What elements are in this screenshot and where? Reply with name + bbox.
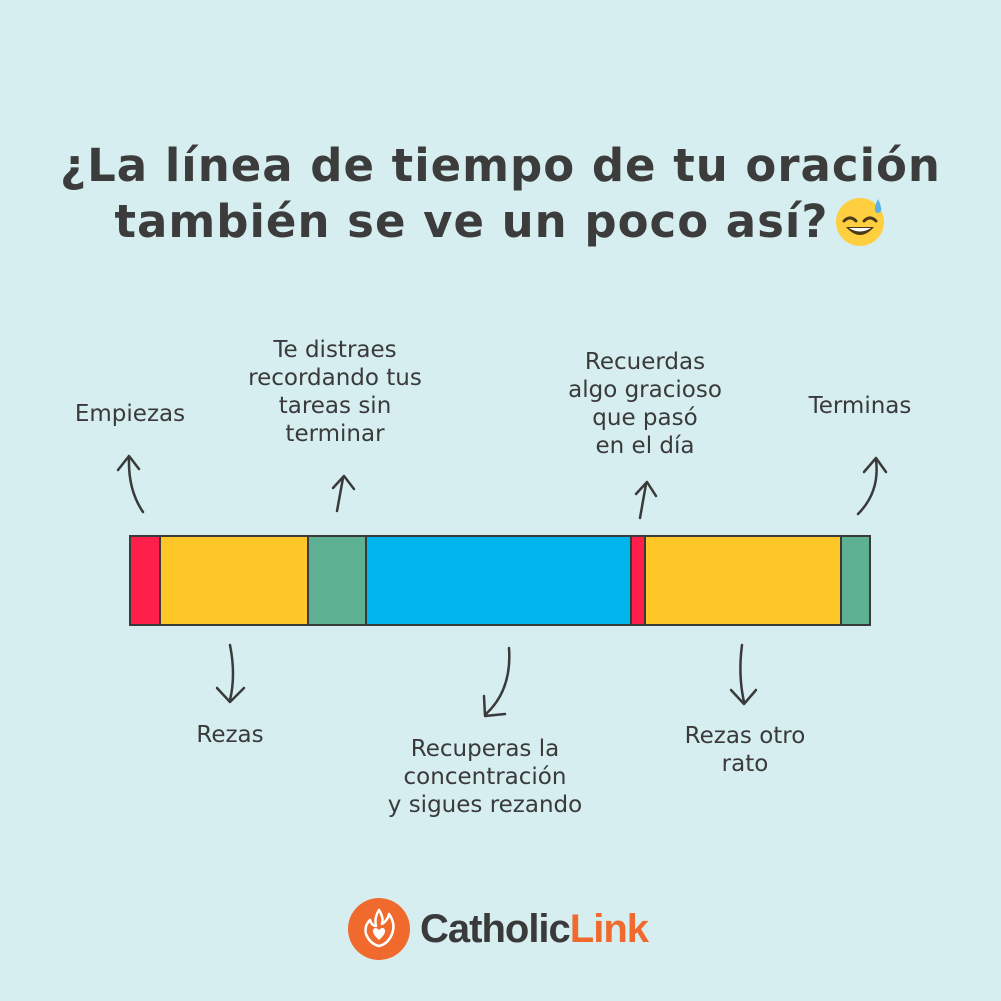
label-rezas: Rezas xyxy=(196,722,264,748)
title-line-2: también se ve un poco así? xyxy=(60,194,941,251)
arrow-te-distraes xyxy=(331,474,356,513)
label-terminas: Terminas xyxy=(808,393,912,419)
title-line-1: ¿La línea de tiempo de tu oración xyxy=(60,139,941,192)
arrow-terminas xyxy=(856,456,888,516)
sweat-smile-emoji-icon xyxy=(836,198,885,246)
timeline-segment-6 xyxy=(645,537,843,624)
arrow-recuperas xyxy=(482,646,511,718)
page-title: ¿La línea de tiempo de tu oración tambié… xyxy=(60,138,941,251)
arrow-rezas xyxy=(215,643,246,704)
label-rezas-otro-rato: Rezas otro rato xyxy=(684,723,806,777)
timeline-segment-5 xyxy=(631,537,646,624)
brand-name-part1: Catholic xyxy=(420,906,571,951)
timeline-segment-3 xyxy=(309,537,368,624)
arrow-empiezas xyxy=(116,454,145,514)
label-recuperas: Recuperas la concentración y sigues reza… xyxy=(387,736,583,818)
brand-name-part2: Link xyxy=(569,906,649,951)
timeline-segment-1 xyxy=(131,537,161,624)
arrow-rezas-otro-rato xyxy=(729,643,758,706)
title-line-2-text: también se ve un poco así? xyxy=(114,195,829,248)
timeline-segment-4 xyxy=(367,537,632,624)
timeline-bar xyxy=(129,535,871,626)
timeline-segment-7 xyxy=(842,537,869,624)
brand-logo: CatholicLink xyxy=(348,898,649,960)
label-recuerdas: Recuerdas algo gracioso que pasó en el d… xyxy=(568,349,722,459)
arrow-recuerdas xyxy=(634,480,658,520)
brand-name: CatholicLink xyxy=(420,906,649,952)
timeline-segment-2 xyxy=(160,537,310,624)
label-empiezas: Empiezas xyxy=(74,401,186,427)
label-te-distraes: Te distraes recordando tus tareas sin te… xyxy=(248,337,422,447)
flame-heart-icon xyxy=(348,898,410,960)
